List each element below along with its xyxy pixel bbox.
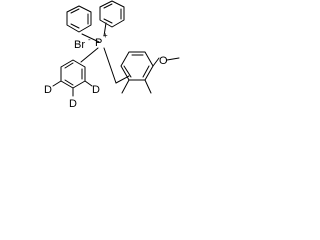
bromide-charge: - [88, 35, 91, 44]
bond-oxygen-methyl [166, 57, 180, 61]
bond-ring-methyl-right [144, 79, 152, 94]
bond-ring-methyl-left [121, 79, 130, 94]
deuterated-phenyl-ring [60, 59, 86, 89]
bond-p-phenyl-top-left [81, 33, 100, 43]
phosphorus-charge: + [103, 31, 108, 40]
oxygen-label: O [159, 55, 168, 67]
bond-p-deuterated-phenyl [80, 47, 99, 63]
methoxy-dimethyl-phenyl-ring [120, 51, 154, 81]
bond-p-phenyl-top-right [103, 22, 107, 37]
deuterium-label-right: D [92, 84, 100, 96]
deuterium-label-left: D [44, 84, 52, 96]
bond-c-d-left [52, 80, 62, 87]
bond-c-d-right [84, 80, 93, 87]
phosphorus-label: P [95, 37, 102, 49]
phenyl-ring-top-left [66, 5, 92, 33]
bromide-label: Br [74, 39, 85, 51]
bond-ring-oxygen [152, 57, 160, 67]
chemical-structure-diagram: Br - P + D D D O [44, 0, 180, 110]
phenyl-ring-top-right [99, 0, 125, 28]
deuterium-label-bottom: D [69, 98, 77, 110]
bond-p-ch2 [103, 47, 117, 84]
